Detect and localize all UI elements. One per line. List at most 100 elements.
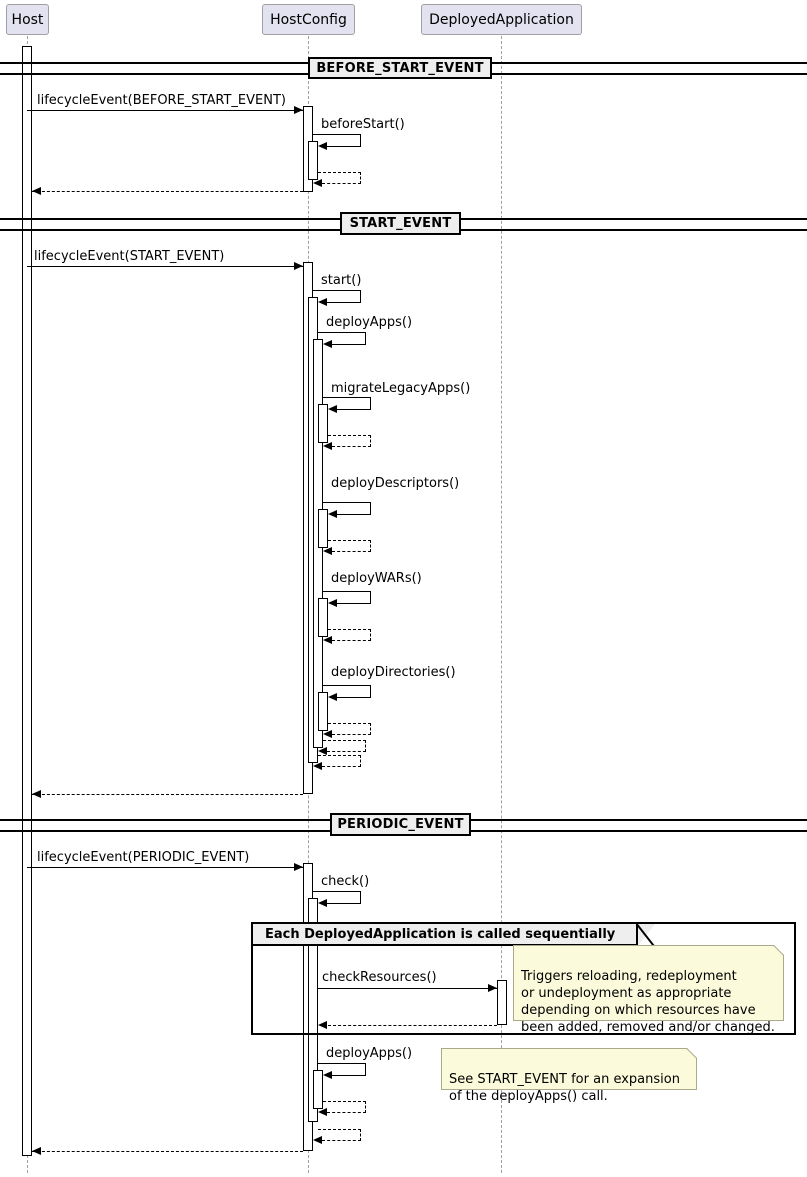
section-label-text: START_EVENT (349, 216, 452, 231)
message-arrowhead-check (318, 899, 327, 907)
message-vline-deployapps-periodic (365, 1063, 366, 1076)
message-arrowhead-deployapps-start (323, 340, 332, 348)
message-arrowhead-return-check (313, 1136, 322, 1144)
message-arrowhead-return-deploywars (323, 636, 332, 644)
message-line-return-start-top (318, 755, 361, 756)
message-line-migratelegacyapps-bottom (337, 409, 371, 410)
message-line-deployapps-periodic-bottom (332, 1075, 366, 1076)
message-line-return-to-host-before-start (32, 191, 303, 192)
message-line-migratelegacyapps-top (323, 397, 371, 398)
message-vline-return-start (360, 755, 361, 767)
message-arrowhead-lifecycle-periodic (294, 863, 303, 871)
message-line-return-checkresources (323, 1025, 497, 1026)
message-line-return-deploydescriptors-bottom (332, 551, 371, 552)
message-vline-deploydirectories (370, 685, 371, 698)
message-vline-deploydescriptors (370, 502, 371, 515)
message-vline-deployapps-start (365, 332, 366, 345)
message-line-checkresources (318, 988, 497, 989)
message-label-deployapps-periodic: deployApps() (326, 1046, 413, 1061)
message-line-return-before-start-top (318, 172, 361, 173)
message-arrowhead-return-deploydescriptors (323, 547, 332, 555)
message-label-checkresources: checkResources() (322, 970, 437, 985)
message-line-return-deploywars-top (328, 629, 371, 630)
message-arrowhead-return-to-host-start (32, 790, 41, 798)
activation-hostconfig-l4-deploywars (318, 598, 328, 637)
message-line-return-deploywars-bottom (332, 640, 371, 641)
message-vline-migratelegacyapps (370, 397, 371, 410)
message-arrowhead-lifecycle-before-start (294, 106, 303, 114)
message-arrowhead-return-to-host-periodic (32, 1147, 41, 1155)
participant-hostconfig[interactable]: HostConfig (262, 4, 355, 35)
message-arrowhead-return-migratelegacyapps (323, 442, 332, 450)
message-arrowhead-deploydirectories (328, 693, 337, 701)
message-line-check-bottom (327, 903, 361, 904)
participant-deployedapplication-label: DeployedApplication (429, 11, 574, 28)
section-label-before-start-event: BEFORE_START_EVENT (308, 57, 492, 79)
message-label-deploydescriptors: deployDescriptors() (331, 476, 460, 491)
message-line-return-deploydirectories-top (328, 723, 371, 724)
message-line-return-deployapps-periodic-top (323, 1101, 366, 1102)
message-arrowhead-deploydescriptors (328, 510, 337, 518)
message-arrowhead-migratelegacyapps (328, 405, 337, 413)
message-vline-check (360, 891, 361, 904)
message-line-return-deploydirectories-bottom (332, 734, 371, 735)
message-line-return-deployapps-periodic-bottom (327, 1112, 366, 1113)
participant-host[interactable]: Host (6, 4, 49, 35)
message-arrowhead-return-to-host-before-start (32, 187, 41, 195)
frame-loop-deployedapplication (251, 922, 796, 1035)
message-vline-return-deploydirectories (370, 723, 371, 735)
message-arrowhead-return-deployapps-start (318, 747, 327, 755)
message-line-return-to-host-start (32, 794, 303, 795)
frame-tab-corner-icon (638, 924, 655, 946)
message-label-lifecycle-start: lifecycleEvent(START_EVENT) (34, 249, 225, 264)
message-label-before-start: beforeStart() (321, 117, 405, 132)
note-deployapps-text: See START_EVENT for an expansion of the … (449, 1072, 680, 1104)
message-label-check: check() (321, 874, 370, 889)
message-arrowhead-deployapps-periodic (323, 1071, 332, 1079)
message-arrowhead-before-start (318, 142, 327, 150)
message-arrowhead-return-deploydirectories (323, 730, 332, 738)
note-deployapps: See START_EVENT for an expansion of the … (441, 1048, 697, 1104)
message-line-lifecycle-periodic (27, 867, 303, 868)
note-checkresources-fold-icon (774, 945, 784, 955)
message-vline-before-start (360, 134, 361, 147)
message-vline-start (360, 290, 361, 303)
participant-hostconfig-label: HostConfig (270, 11, 347, 28)
message-vline-return-before-start (360, 172, 361, 184)
message-label-deployapps-start: deployApps() (326, 315, 413, 330)
section-label-start-event: START_EVENT (340, 212, 461, 235)
message-line-before-start-bottom (327, 146, 361, 147)
message-vline-return-deployapps-periodic (365, 1101, 366, 1113)
message-label-migratelegacyapps: migrateLegacyApps() (331, 381, 471, 396)
message-arrowhead-start (318, 298, 327, 306)
message-vline-return-deploydescriptors (370, 540, 371, 552)
activation-hostconfig-l3-deployapps-periodic (313, 1070, 323, 1109)
message-arrowhead-lifecycle-start (294, 262, 303, 270)
message-vline-deploywars (370, 591, 371, 604)
section-label-periodic-event: PERIODIC_EVENT (330, 813, 471, 836)
section-label-text: PERIODIC_EVENT (337, 817, 464, 832)
activation-host (22, 46, 32, 1156)
message-line-return-migratelegacyapps-top (328, 435, 371, 436)
message-line-deploydescriptors-bottom (337, 514, 371, 515)
message-vline-return-migratelegacyapps (370, 435, 371, 447)
message-line-return-to-host-periodic (32, 1151, 303, 1152)
message-line-return-before-start-bottom (322, 183, 361, 184)
message-label-lifecycle-before-start: lifecycleEvent(BEFORE_START_EVENT) (37, 93, 286, 108)
message-label-start: start() (321, 273, 362, 288)
message-arrowhead-return-checkresources (318, 1021, 327, 1029)
message-line-lifecycle-before-start (27, 110, 303, 111)
message-label-deploywars: deployWARs() (331, 571, 422, 586)
message-label-lifecycle-periodic: lifecycleEvent(PERIODIC_EVENT) (37, 850, 250, 865)
message-line-deployapps-start-bottom (332, 344, 366, 345)
participant-deployedapplication[interactable]: DeployedApplication (421, 4, 582, 35)
activation-deployedapplication-checkresources (497, 980, 507, 1025)
message-line-deploydirectories-bottom (337, 697, 371, 698)
message-arrowhead-checkresources (488, 984, 497, 992)
message-line-return-deploydescriptors-top (328, 540, 371, 541)
activation-hostconfig-l2-periodic (308, 898, 318, 1122)
message-arrowhead-return-deployapps-periodic (318, 1108, 327, 1116)
frame-tab-label: Each DeployedApplication is called seque… (265, 926, 616, 942)
message-vline-return-check (360, 1129, 361, 1141)
